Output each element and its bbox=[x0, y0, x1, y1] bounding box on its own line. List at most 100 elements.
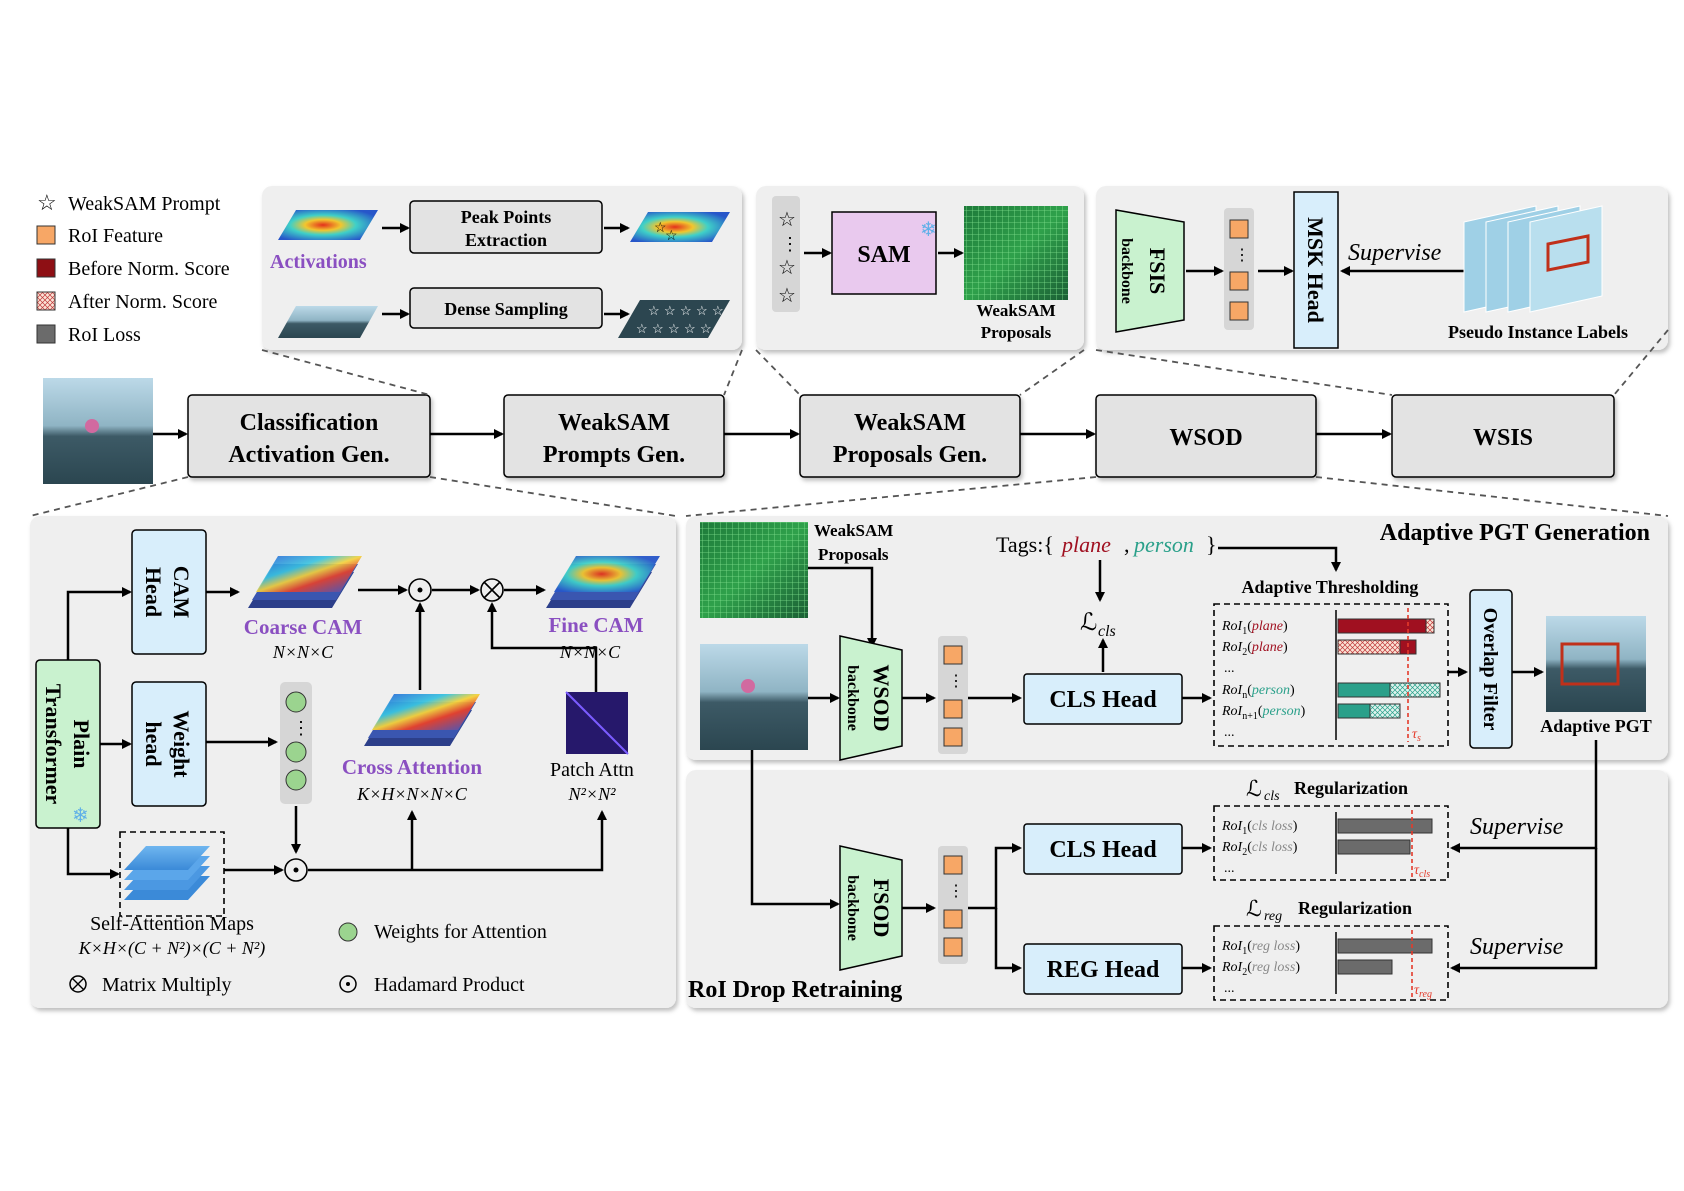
adaptive-thr-box bbox=[1213, 603, 1449, 747]
prompts-panel: Activations Peak Points Extraction ☆ ☆ D… bbox=[262, 186, 742, 350]
cross-dim: K×H×N×N×C bbox=[356, 784, 468, 804]
star-icon: ☆ bbox=[652, 321, 664, 336]
coarse-cam-stack bbox=[248, 556, 362, 608]
orange-square-icon bbox=[36, 225, 56, 245]
retrain-reg-head-label: REG Head bbox=[1047, 957, 1160, 983]
weights-legend-label: Weights for Attention bbox=[374, 921, 547, 943]
loss-bar bbox=[1337, 959, 1393, 975]
fsis-backbone-label: backbone bbox=[1118, 238, 1135, 304]
weight-icon bbox=[285, 741, 307, 763]
star-icon: ☆ bbox=[648, 303, 660, 318]
cam-head-line1: CAM bbox=[169, 566, 194, 619]
peak-line1: Peak Points bbox=[461, 207, 552, 227]
pgt-title: Adaptive PGT Generation bbox=[1380, 520, 1650, 546]
stage4-label: WSOD bbox=[1169, 425, 1242, 451]
cross-attention-stack bbox=[364, 694, 480, 746]
dense-label: Dense Sampling bbox=[444, 299, 568, 319]
roi-feature-icon bbox=[1229, 219, 1249, 239]
stage-classification bbox=[187, 394, 431, 478]
pgt-panel: Adaptive PGT Generation WeakSAM Proposal… bbox=[686, 516, 1668, 761]
star-icon: ☆ bbox=[778, 209, 796, 231]
fsod-backbone bbox=[839, 845, 903, 971]
reg-ellipsis: ... bbox=[1224, 981, 1235, 996]
thr-row-4: RoIn+1(person) bbox=[1221, 704, 1306, 722]
self-attention-box bbox=[119, 831, 225, 917]
retrain-title: RoI Drop Retraining bbox=[688, 977, 902, 1003]
vertical-ellipsis: ⋮ bbox=[781, 234, 799, 254]
thr-ellipsis-2: ... bbox=[1224, 725, 1235, 740]
roi-feature-icon bbox=[1229, 271, 1249, 291]
person-bar bbox=[1337, 682, 1391, 698]
fine-cam-label: Fine CAM bbox=[548, 613, 643, 637]
pseudo-label: Pseudo Instance Labels bbox=[1448, 322, 1628, 342]
supervise-cls-label: Supervise bbox=[1470, 814, 1564, 840]
stage3-line2: Proposals Gen. bbox=[833, 442, 987, 468]
self-attn-label: Self-Attention Maps bbox=[90, 913, 254, 935]
tag-person: person bbox=[1132, 532, 1194, 557]
legend: ☆ WeakSAM Prompt RoI Feature Before Norm… bbox=[36, 190, 230, 346]
roi-feature-icon bbox=[943, 727, 963, 747]
loss-bar bbox=[1337, 818, 1433, 834]
reg-row-1: RoI1(reg loss) bbox=[1221, 939, 1300, 957]
star-icon: ☆ bbox=[636, 321, 648, 336]
weight-line1: Weight bbox=[169, 710, 194, 778]
reg-reg-title: Regularization bbox=[1298, 898, 1412, 918]
reg-reg-sub: reg bbox=[1264, 909, 1282, 924]
hadamard-icon bbox=[339, 975, 357, 993]
pgt-proposals-line2: Proposals bbox=[818, 545, 889, 564]
tag-separator: , bbox=[1124, 532, 1130, 557]
pgt-cls-head-label: CLS Head bbox=[1049, 687, 1157, 713]
sam-box bbox=[831, 211, 937, 295]
loss-l-symbol: ℒ bbox=[1246, 896, 1262, 921]
weights-legend-icon bbox=[338, 922, 358, 942]
input-image bbox=[43, 378, 153, 484]
stage5-label: WSIS bbox=[1473, 425, 1533, 451]
loss-bar bbox=[1337, 938, 1433, 954]
weight-icon bbox=[285, 769, 307, 791]
tau-s-label: τs bbox=[1412, 727, 1421, 744]
roi-feature-icon bbox=[1229, 301, 1249, 321]
roi-feature-icon bbox=[943, 855, 963, 875]
snowflake-icon: ❄ bbox=[72, 805, 89, 827]
proposals-line2: Proposals bbox=[981, 323, 1052, 342]
dense-star-grid: ☆☆☆☆☆ ☆☆☆☆☆ bbox=[636, 303, 724, 336]
plain-line2: Transformer bbox=[41, 684, 66, 805]
retrain-panel: RoI Drop Retraining FSOD backbone ⋮ CLS … bbox=[686, 740, 1668, 1008]
loss-bar bbox=[1337, 839, 1411, 855]
tag-plane: plane bbox=[1060, 532, 1111, 557]
weight-head-box bbox=[131, 681, 207, 807]
cam-head-line2: Head bbox=[141, 567, 166, 617]
self-attention-stack bbox=[124, 846, 210, 900]
dark-red-square-icon bbox=[36, 258, 56, 278]
legend-roi-feature: RoI Feature bbox=[68, 225, 163, 247]
pgt-proposals-line1: WeakSAM bbox=[814, 521, 893, 540]
loss-l-symbol: ℒ bbox=[1246, 776, 1262, 801]
retrain-cls-head-label: CLS Head bbox=[1049, 837, 1157, 863]
stage-wsis bbox=[1391, 394, 1615, 478]
fine-cam-stack bbox=[546, 556, 660, 608]
supervise-label: Supervise bbox=[1348, 240, 1442, 266]
wsod-backbone-label: backbone bbox=[844, 665, 861, 731]
before-norm-bar bbox=[1337, 618, 1435, 634]
dense-points-map bbox=[618, 300, 730, 338]
cls-reg-title: Regularization bbox=[1294, 778, 1408, 798]
plain-line1: Plain bbox=[69, 720, 94, 769]
zoom-connectors bbox=[29, 329, 1669, 517]
patch-attn-label: Patch Attn bbox=[550, 759, 634, 781]
stage3-line1: WeakSAM bbox=[854, 410, 966, 436]
star-icon: ☆ bbox=[700, 321, 712, 336]
snowflake-icon: ❄ bbox=[920, 219, 937, 241]
matrix-multiply-icon bbox=[69, 975, 87, 993]
after-norm-bar bbox=[1337, 639, 1401, 655]
cls-row-1: RoI1(cls loss) bbox=[1221, 819, 1298, 837]
cross-attn-label: Cross Attention bbox=[342, 755, 483, 779]
coarse-dim: N×N×C bbox=[272, 642, 334, 662]
peak-line2: Extraction bbox=[465, 230, 547, 250]
roi-feature-icon bbox=[943, 699, 963, 719]
cam-panel: Plain Transformer ❄ CAM Head Weight head… bbox=[30, 516, 676, 1008]
peak-points-box bbox=[409, 200, 603, 254]
loss-l-symbol: ℒ bbox=[1080, 610, 1097, 636]
legend-before-norm: Before Norm. Score bbox=[68, 258, 230, 280]
vertical-ellipsis: ⋮ bbox=[948, 883, 964, 900]
self-attn-dim: K×H×(C + N²)×(C + N²) bbox=[78, 938, 266, 959]
